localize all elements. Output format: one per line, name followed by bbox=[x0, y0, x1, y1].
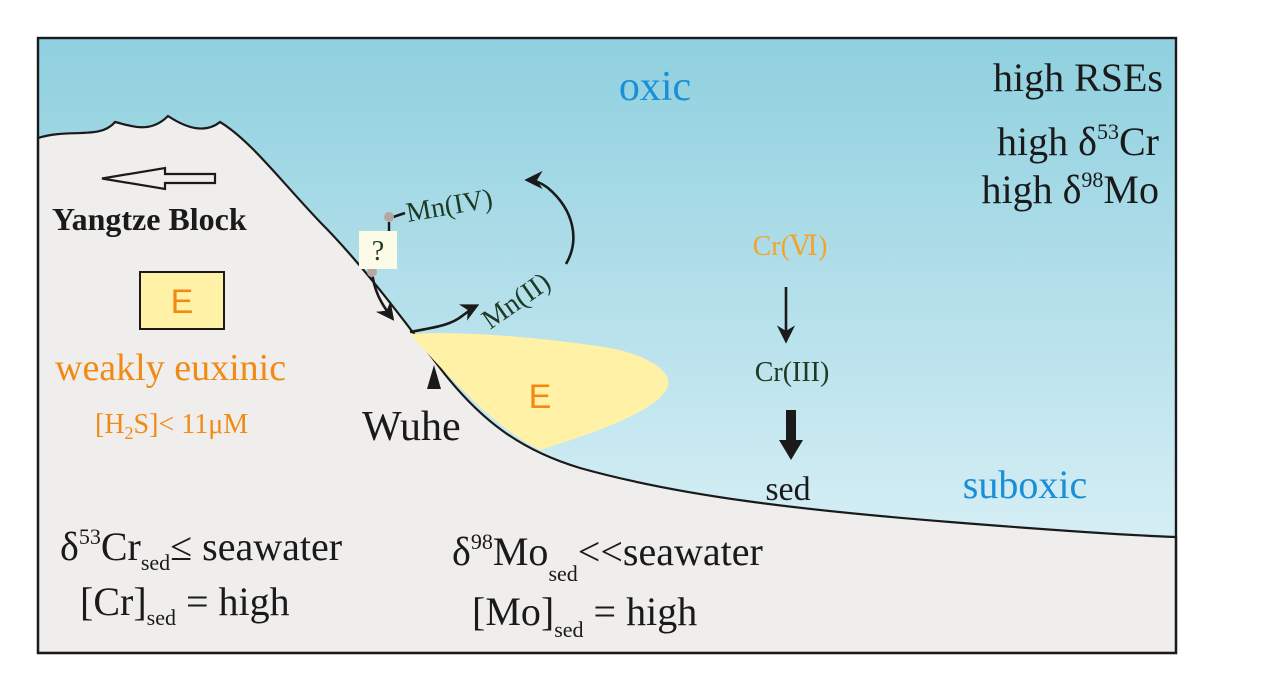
cr-conc-sub: sed bbox=[147, 605, 176, 630]
mo-element: Mo bbox=[493, 529, 549, 574]
plume-zone-label: E bbox=[529, 378, 552, 416]
mo-conc-value: = high bbox=[584, 589, 698, 634]
h2s-concentration-label: [H2S]< 11μM bbox=[95, 409, 248, 443]
mo-conc-open: [Mo] bbox=[472, 589, 554, 634]
h2s-close: S]< 11μM bbox=[134, 409, 249, 440]
left-arrow-icon bbox=[101, 166, 217, 191]
mo-sed-isotope-label: δ98Mosed<<seawater bbox=[452, 529, 763, 586]
sedimentation-arrow-icon bbox=[779, 410, 803, 460]
euxinic-legend-box bbox=[139, 271, 225, 330]
mn-node-top-icon bbox=[384, 212, 394, 222]
weakly-euxinic-label: weakly euxinic bbox=[55, 347, 286, 389]
high-mo-prefix: high δ bbox=[981, 167, 1081, 212]
cr-sub: sed bbox=[141, 550, 170, 575]
cr-sup: 53 bbox=[79, 524, 101, 549]
mo-relation: <<seawater bbox=[578, 529, 763, 574]
mo-sup: 98 bbox=[471, 529, 493, 554]
high-cr-prefix: high δ bbox=[997, 119, 1097, 164]
high-mo-isotope-label: high δ98Mo bbox=[981, 167, 1159, 212]
land-profile bbox=[36, 114, 1178, 655]
cr-element: Cr bbox=[101, 524, 141, 569]
mo-conc-sub: sed bbox=[554, 617, 583, 642]
cr-vi-label: Cr(Ⅵ) bbox=[753, 231, 828, 262]
cr-sed-isotope-label: δ53Crsed≤ seawater bbox=[60, 524, 342, 575]
mo-sub: sed bbox=[548, 561, 577, 586]
wuhe-marker-icon bbox=[427, 365, 441, 389]
high-mo-suffix: Mo bbox=[1103, 167, 1159, 212]
cr-relation: ≤ seawater bbox=[170, 524, 342, 569]
mn-ii-to-mn-iv-arrow bbox=[524, 170, 575, 265]
question-mark: ? bbox=[372, 236, 384, 267]
mo-delta: δ bbox=[452, 529, 471, 574]
yangtze-block-label: Yangtze Block bbox=[52, 201, 247, 237]
high-rses-label: high RSEs bbox=[993, 55, 1163, 100]
mn-release-arrow bbox=[409, 304, 480, 334]
high-mo-sup: 98 bbox=[1081, 167, 1103, 192]
cr-iii-label: Cr(III) bbox=[755, 357, 830, 388]
suboxic-label: suboxic bbox=[963, 462, 1087, 507]
mo-sed-conc-label: [Mo]sed = high bbox=[472, 589, 697, 642]
euxinic-plume bbox=[410, 333, 669, 450]
high-cr-suffix: Cr bbox=[1119, 119, 1159, 164]
cr-conc-value: = high bbox=[176, 579, 290, 624]
euxinic-legend-label: E bbox=[171, 283, 194, 321]
cr-conc-open: [Cr] bbox=[80, 579, 147, 624]
high-cr-isotope-label: high δ53Cr bbox=[997, 119, 1159, 164]
h2s-open: [H bbox=[95, 409, 125, 440]
high-cr-sup: 53 bbox=[1097, 119, 1119, 144]
question-box bbox=[359, 231, 397, 269]
oxic-label: oxic bbox=[619, 64, 691, 110]
h2s-sub: 2 bbox=[125, 423, 134, 443]
mn-node-bottom-icon bbox=[367, 267, 377, 277]
cr-delta: δ bbox=[60, 524, 79, 569]
cr-sed-conc-label: [Cr]sed = high bbox=[80, 579, 290, 630]
wuhe-label: Wuhe bbox=[362, 404, 461, 450]
diagram-frame bbox=[36, 36, 1178, 655]
sed-label: sed bbox=[765, 471, 810, 508]
